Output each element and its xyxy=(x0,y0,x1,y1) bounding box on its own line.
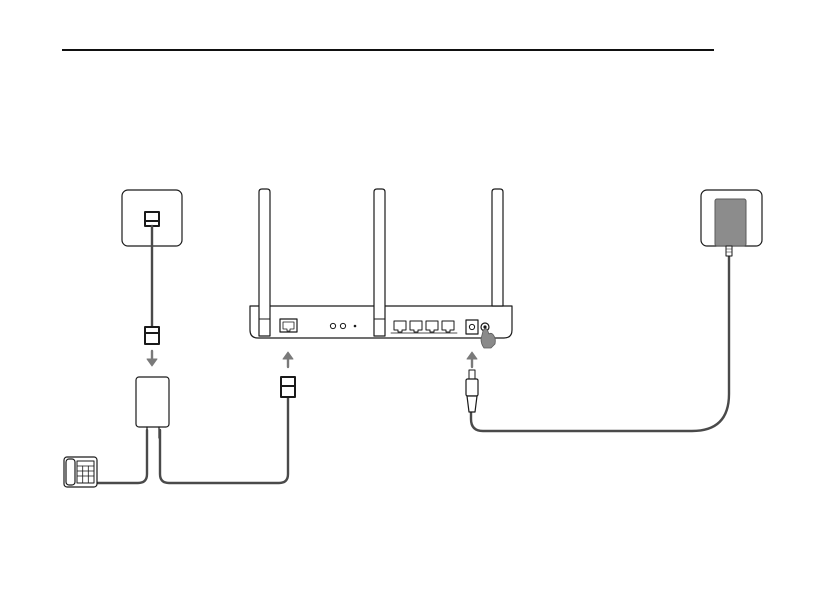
arrow-into-power-port xyxy=(467,352,477,367)
arrow-into-splitter xyxy=(147,351,157,366)
adsl-splitter xyxy=(136,377,169,438)
splitter-to-router-cable xyxy=(160,377,295,483)
splitter-to-telephone-cable xyxy=(95,430,147,483)
router-antenna-left xyxy=(259,189,270,336)
power-adapter xyxy=(701,190,762,256)
power-port xyxy=(466,320,478,334)
arrow-into-dsl-port xyxy=(283,352,293,367)
wireless-router xyxy=(250,189,512,348)
dsl-port xyxy=(280,319,297,332)
dc-plug-icon xyxy=(466,370,478,412)
telephone-icon xyxy=(64,457,97,487)
router-antenna-right xyxy=(492,189,503,306)
power-cable xyxy=(471,256,729,431)
router-antenna-center xyxy=(374,189,385,336)
